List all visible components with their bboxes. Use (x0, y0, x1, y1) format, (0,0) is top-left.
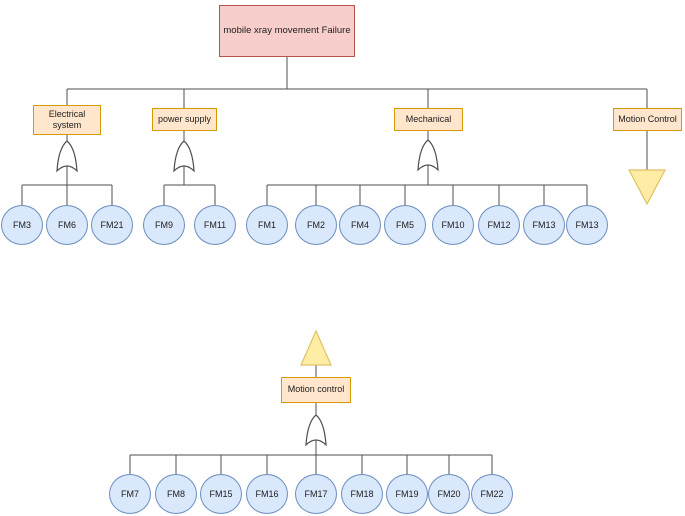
event-node-fm1: FM1 (246, 205, 288, 245)
event-node-fm11: FM11 (194, 205, 236, 245)
event-node-fm20: FM20 (428, 474, 470, 514)
event-node-fm13: FM13 (523, 205, 565, 245)
or-gate-motion-control-icon (305, 414, 327, 447)
event-node-fm13-2: FM13 (566, 205, 608, 245)
event-node-fm10: FM10 (432, 205, 474, 245)
connector-lines (21, 57, 648, 474)
node-motion-control-ref: Motion Control (613, 108, 682, 131)
node-motion-control: Motion control (281, 377, 351, 403)
event-node-fm19: FM19 (386, 474, 428, 514)
event-node-fm15: FM15 (200, 474, 242, 514)
event-node-fm16: FM16 (246, 474, 288, 514)
node-power-supply: power supply (152, 108, 217, 131)
event-node-fm21: FM21 (91, 205, 133, 245)
event-node-fm5: FM5 (384, 205, 426, 245)
event-node-fm4: FM4 (339, 205, 381, 245)
event-node-fm22: FM22 (471, 474, 513, 514)
event-node-fm18: FM18 (341, 474, 383, 514)
transfer-in-triangle-icon (300, 329, 332, 366)
or-gate-mechanical-icon (417, 139, 439, 172)
node-mechanical: Mechanical (394, 108, 463, 131)
event-node-fm17: FM17 (295, 474, 337, 514)
event-node-fm2: FM2 (295, 205, 337, 245)
node-electrical-system: Electrical system (33, 105, 101, 135)
event-node-fm7: FM7 (109, 474, 151, 514)
event-node-fm8: FM8 (155, 474, 197, 514)
or-gate-electrical-icon (56, 140, 78, 173)
event-node-fm3: FM3 (1, 205, 43, 245)
event-node-fm6: FM6 (46, 205, 88, 245)
event-node-fm12: FM12 (478, 205, 520, 245)
transfer-out-triangle-icon (628, 169, 666, 206)
or-gate-power-supply-icon (173, 140, 195, 173)
node-root: mobile xray movement Failure (219, 5, 355, 57)
event-node-fm9: FM9 (143, 205, 185, 245)
